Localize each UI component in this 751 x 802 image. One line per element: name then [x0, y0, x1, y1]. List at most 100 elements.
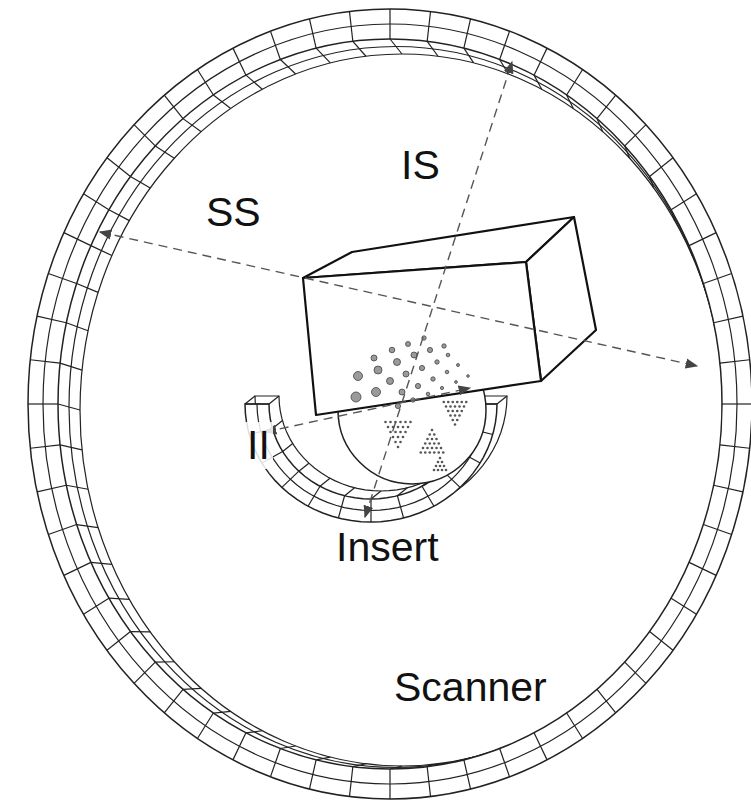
ring-block-line — [107, 158, 130, 177]
rod-dot — [424, 451, 427, 454]
ring-block-line — [534, 733, 547, 760]
rod-dot — [404, 421, 407, 424]
rod-dot — [451, 401, 454, 404]
ring-block-line — [83, 598, 108, 614]
insert-axial-line — [320, 478, 330, 486]
ring-block-line — [722, 403, 751, 404]
rod-dot — [439, 457, 442, 460]
hot-sphere — [395, 403, 400, 408]
rod-dot — [394, 431, 397, 434]
ring-block-line — [689, 233, 716, 246]
ring-block-line — [671, 194, 696, 210]
ring-block-line — [164, 95, 183, 118]
ring-block-line — [714, 485, 743, 492]
ring-axial-line — [66, 485, 88, 489]
rod-dot — [465, 401, 468, 404]
phantom-box — [303, 217, 596, 415]
rod-dot — [384, 421, 387, 424]
hot-sphere — [440, 386, 443, 389]
rod-dot — [433, 442, 436, 445]
rod-dot — [458, 405, 461, 408]
hot-sphere — [457, 364, 460, 367]
ring-block-line — [703, 274, 731, 284]
ring-axial-line — [183, 119, 201, 132]
ring-block-line — [720, 445, 750, 448]
rod-dot — [443, 465, 446, 468]
rod-dot — [447, 401, 450, 404]
ring-front-face — [28, 9, 751, 799]
rod-dot — [407, 426, 410, 429]
rod-dot — [422, 447, 425, 450]
ring-block-line — [689, 562, 716, 575]
rod-dot — [431, 447, 434, 450]
ring-block-line — [567, 713, 583, 738]
ring-block-line — [37, 316, 66, 323]
ring-axial-line — [213, 711, 230, 713]
rod-dot — [433, 451, 436, 454]
rod-dot — [460, 401, 463, 404]
insert-axial-line — [345, 488, 355, 496]
rod-dot — [447, 410, 450, 413]
rod-dot — [399, 441, 402, 444]
rod-dot — [399, 421, 402, 424]
insert-end-line — [497, 396, 507, 404]
rod-dot — [437, 442, 440, 445]
ring-axial-line — [109, 210, 129, 221]
hot-sphere — [354, 372, 363, 381]
hot-sphere — [351, 392, 361, 402]
hot-sphere — [394, 359, 401, 366]
rod-dot — [399, 431, 402, 434]
ring-block-line — [28, 403, 58, 404]
insert-block-line — [338, 496, 344, 518]
ring-axial-line — [58, 404, 80, 410]
insert-axial-line — [299, 463, 309, 471]
ring-block-line — [671, 598, 696, 614]
ring-block-line — [64, 233, 91, 246]
hot-sphere — [415, 383, 420, 388]
ring-axial-line — [213, 95, 230, 109]
hot-sphere — [387, 378, 394, 385]
ring-axial-line — [77, 525, 98, 528]
rod-dot — [445, 469, 448, 472]
hot-sphere — [455, 381, 458, 384]
ring-block-line — [427, 11, 430, 41]
hot-sphere — [445, 370, 449, 374]
insert-block-line — [397, 496, 403, 518]
rod-dot — [431, 438, 434, 441]
rod-dot — [428, 451, 431, 454]
ring-block-line — [197, 70, 213, 95]
ring-mid-edge — [69, 47, 723, 768]
rod-dot — [442, 451, 445, 454]
ring-block-line — [534, 48, 547, 75]
ring-axial-line — [155, 146, 174, 158]
part-label: IS — [398, 142, 443, 189]
rod-dot — [449, 405, 452, 408]
ring-block-line — [625, 125, 646, 146]
rod-dot — [397, 426, 400, 429]
ring-block-line — [427, 767, 430, 797]
rod-dot — [428, 442, 431, 445]
ring-block-line — [164, 689, 183, 712]
hot-sphere — [426, 392, 430, 396]
insert-axial-line — [272, 421, 282, 429]
insert-block-line — [308, 486, 320, 506]
ring-axial-line — [246, 731, 262, 733]
ring-block-line — [64, 562, 91, 575]
ring-block-line — [83, 194, 108, 210]
rod-dot — [463, 405, 466, 408]
rod-dot — [433, 469, 436, 472]
ring-axial-line — [390, 39, 402, 54]
ring-block-line — [597, 95, 616, 118]
ring-block-line — [233, 733, 246, 760]
rod-dot — [392, 436, 395, 439]
part-label: SS — [203, 189, 264, 236]
rod-dot — [387, 426, 390, 429]
hot-sphere — [431, 377, 435, 381]
ring-block-line — [597, 689, 616, 712]
rod-dot — [451, 410, 454, 413]
hot-sphere — [419, 365, 424, 370]
hot-sphere — [389, 347, 395, 353]
ring-block-line — [720, 360, 750, 363]
part-label: Insert — [333, 524, 442, 571]
rod-dot — [404, 431, 407, 434]
